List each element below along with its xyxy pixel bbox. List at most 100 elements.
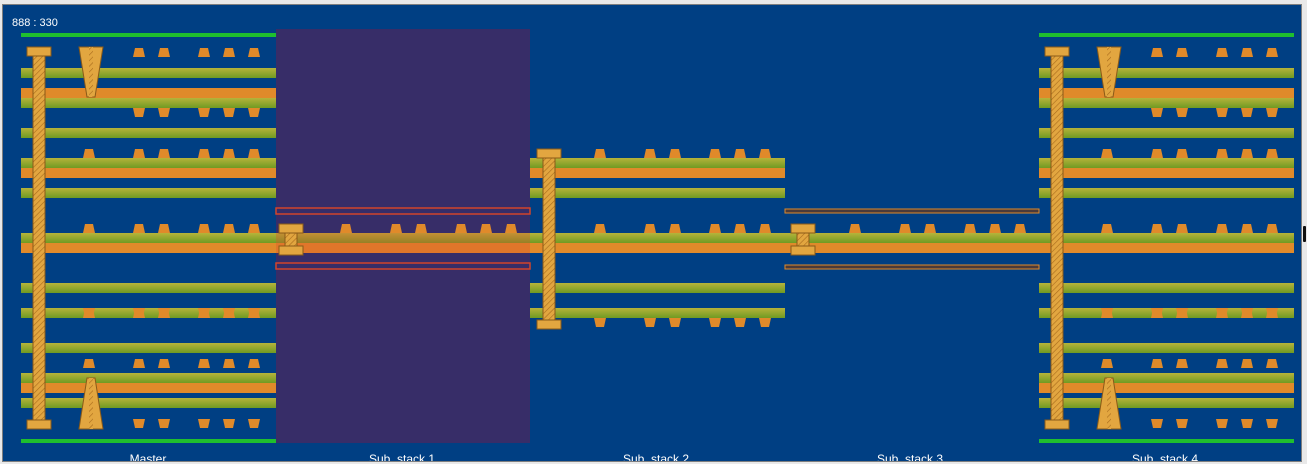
trace-icon [158,419,170,428]
prepreg-layer [530,283,785,293]
soldermask-bottom [1039,439,1294,443]
prepreg-layer [21,128,276,138]
trace-icon [1151,224,1163,233]
trace-icon [1216,309,1228,318]
prepreg-layer [530,233,785,243]
trace-icon [1216,108,1228,117]
trace-icon [1266,359,1278,368]
trace-icon [964,224,976,233]
trace-icon [1216,48,1228,57]
trace-icon [223,48,235,57]
stackup-canvas[interactable] [3,5,1302,462]
trace-icon [734,224,746,233]
trace-icon [669,149,681,158]
trace-icon [223,359,235,368]
trace-icon [734,318,746,327]
trace-icon [1151,309,1163,318]
sub-stack-3-bottom-layer [784,264,1040,270]
trace-icon [1101,224,1113,233]
prepreg-layer [1039,373,1294,383]
trace-icon [669,224,681,233]
prepreg-layer [530,158,785,168]
trace-icon [248,149,260,158]
via-icon [32,46,46,430]
core-layer [1039,168,1294,178]
trace-icon [989,224,1001,233]
prepreg-layer [21,343,276,353]
trace-icon [594,224,606,233]
trace-icon [1216,149,1228,158]
via-pad-top [26,46,52,57]
trace-icon [1176,48,1188,57]
cursor-coordinates: 888 : 330 [12,17,58,29]
trace-icon [158,48,170,57]
trace-icon [83,224,95,233]
via-pad-bottom [1044,419,1070,430]
trace-icon [1176,149,1188,158]
microvia-barrel [89,47,93,97]
via-pad-bottom [536,319,562,330]
trace-icon [455,224,467,233]
sub-stack-1-core-tint [276,233,530,253]
trace-icon [198,108,210,117]
core-layer [1039,88,1294,98]
trace-icon [594,318,606,327]
via-pad-top [790,223,816,234]
prepreg-layer [1039,308,1294,318]
trace-icon [1266,149,1278,158]
stack-label-sub-stack-4[interactable]: Sub_stack 4 [1131,452,1199,462]
core-layer [21,168,276,178]
core-layer [276,243,530,253]
via-pad-top [1044,46,1070,57]
trace-icon [248,48,260,57]
prepreg-layer [1039,158,1294,168]
via-icon [1050,46,1064,430]
trace-icon [1266,224,1278,233]
prepreg-layer [1039,128,1294,138]
trace-icon [1216,419,1228,428]
trace-icon [1101,149,1113,158]
trace-icon [1176,359,1188,368]
stackup-viewer[interactable]: 888 : 330 Master Sub_stack 1 Sub_stack 2… [2,4,1302,462]
prepreg-layer [21,283,276,293]
microvia-barrel [89,378,93,429]
trace-icon [223,309,235,318]
via-pad-top [278,223,304,234]
trace-icon [248,108,260,117]
trace-icon [133,359,145,368]
trace-icon [1176,108,1188,117]
core-layer [21,383,276,393]
trace-icon [1101,309,1113,318]
trace-icon [415,224,427,233]
trace-icon [340,224,352,233]
trace-icon [924,224,936,233]
soldermask-top [21,33,276,37]
trace-icon [849,224,861,233]
trace-icon [1241,224,1253,233]
resize-handle[interactable] [1303,226,1306,242]
trace-icon [480,224,492,233]
trace-icon [1216,359,1228,368]
trace-icon [223,419,235,428]
trace-icon [198,48,210,57]
trace-icon [198,224,210,233]
trace-icon [505,224,517,233]
prepreg-layer [21,188,276,198]
stack-label-sub-stack-2[interactable]: Sub_stack 2 [622,452,690,462]
trace-icon [1266,309,1278,318]
trace-icon [390,224,402,233]
trace-icon [759,149,771,158]
trace-icon [644,149,656,158]
trace-icon [83,149,95,158]
prepreg-layer [21,68,276,78]
stack-label-sub-stack-3[interactable]: Sub_stack 3 [876,452,944,462]
prepreg-layer [21,373,276,383]
trace-icon [1151,359,1163,368]
prepreg-layer [1039,68,1294,78]
trace-icon [133,48,145,57]
trace-icon [158,149,170,158]
stack-label-master[interactable]: Master [129,452,167,462]
trace-icon [759,318,771,327]
stack-label-sub-stack-1[interactable]: Sub_stack 1 [368,452,436,462]
trace-icon [594,149,606,158]
